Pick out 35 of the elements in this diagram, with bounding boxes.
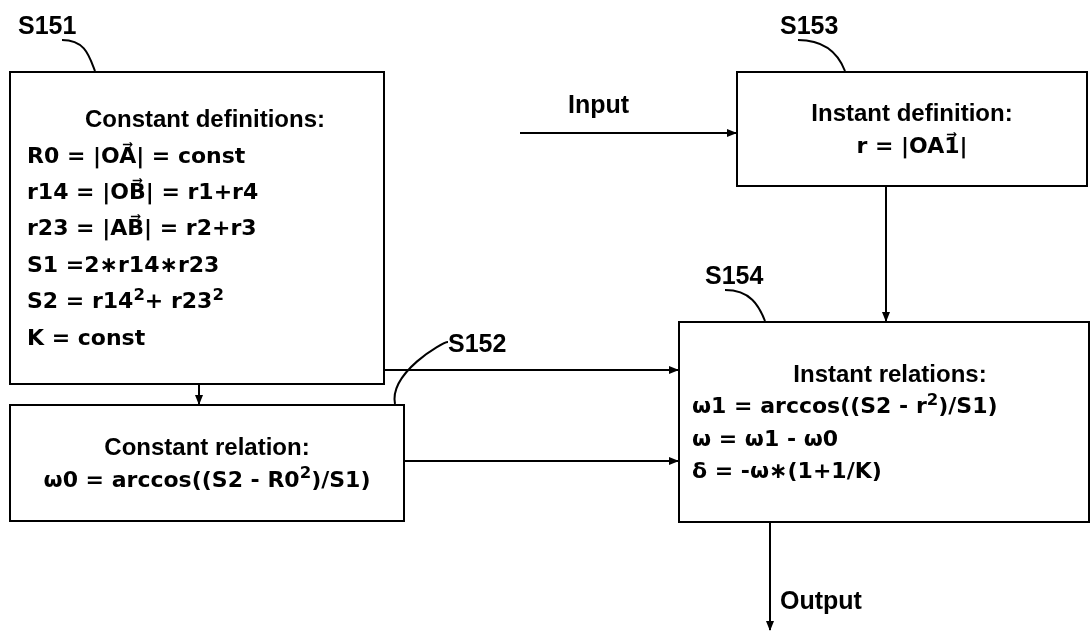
formula-text: δ = -ω∗(1+1/K) — [692, 458, 882, 485]
formula-text: ω = ω1 - ω0 — [692, 425, 839, 452]
formula-text: r14 = |OB⃗| = r1+r4 — [27, 179, 259, 206]
formula-text: R0 = |OA⃗| = const — [27, 142, 246, 169]
process-box — [678, 321, 1090, 523]
process-box — [9, 71, 385, 385]
formula-text: K = const — [27, 324, 146, 351]
box-heading: Instant relations: — [793, 359, 987, 388]
edge-label: Input — [568, 92, 630, 117]
step-label: S151 — [18, 10, 77, 40]
leader-line — [724, 289, 766, 322]
edge-label: Output — [780, 588, 862, 613]
process-box — [736, 71, 1088, 187]
step-label: S154 — [705, 260, 764, 290]
leader-line — [393, 341, 449, 405]
formula-text: r23 = |AB⃗| = r2+r3 — [27, 215, 257, 242]
formula-text: S2 = r14$^{2}$+ r23$^{2}$ — [27, 288, 224, 315]
box-heading: Constant definitions: — [85, 105, 325, 133]
box-heading: Instant definition: — [811, 99, 1013, 127]
arrow — [519, 129, 737, 137]
leader-line — [797, 39, 846, 72]
arrow — [384, 366, 679, 374]
process-box — [9, 404, 405, 522]
arrow — [766, 522, 774, 631]
step-label: S153 — [780, 10, 839, 40]
arrow — [404, 457, 679, 465]
formula-text: ω0 = arccos((S2 - R0$^{2}$)/S1) — [43, 466, 371, 493]
box-heading: Constant relation: — [104, 433, 310, 461]
arrow — [882, 186, 890, 322]
step-label: S152 — [448, 328, 507, 358]
arrow — [195, 384, 203, 405]
leader-line — [61, 39, 96, 72]
formula-text: ω1 = arccos((S2 - r$^{2}$)/S1) — [692, 393, 998, 420]
formula-text: S1 =2∗r14∗r23 — [27, 251, 220, 279]
formula-text: r = |OA1⃗| — [856, 132, 968, 159]
